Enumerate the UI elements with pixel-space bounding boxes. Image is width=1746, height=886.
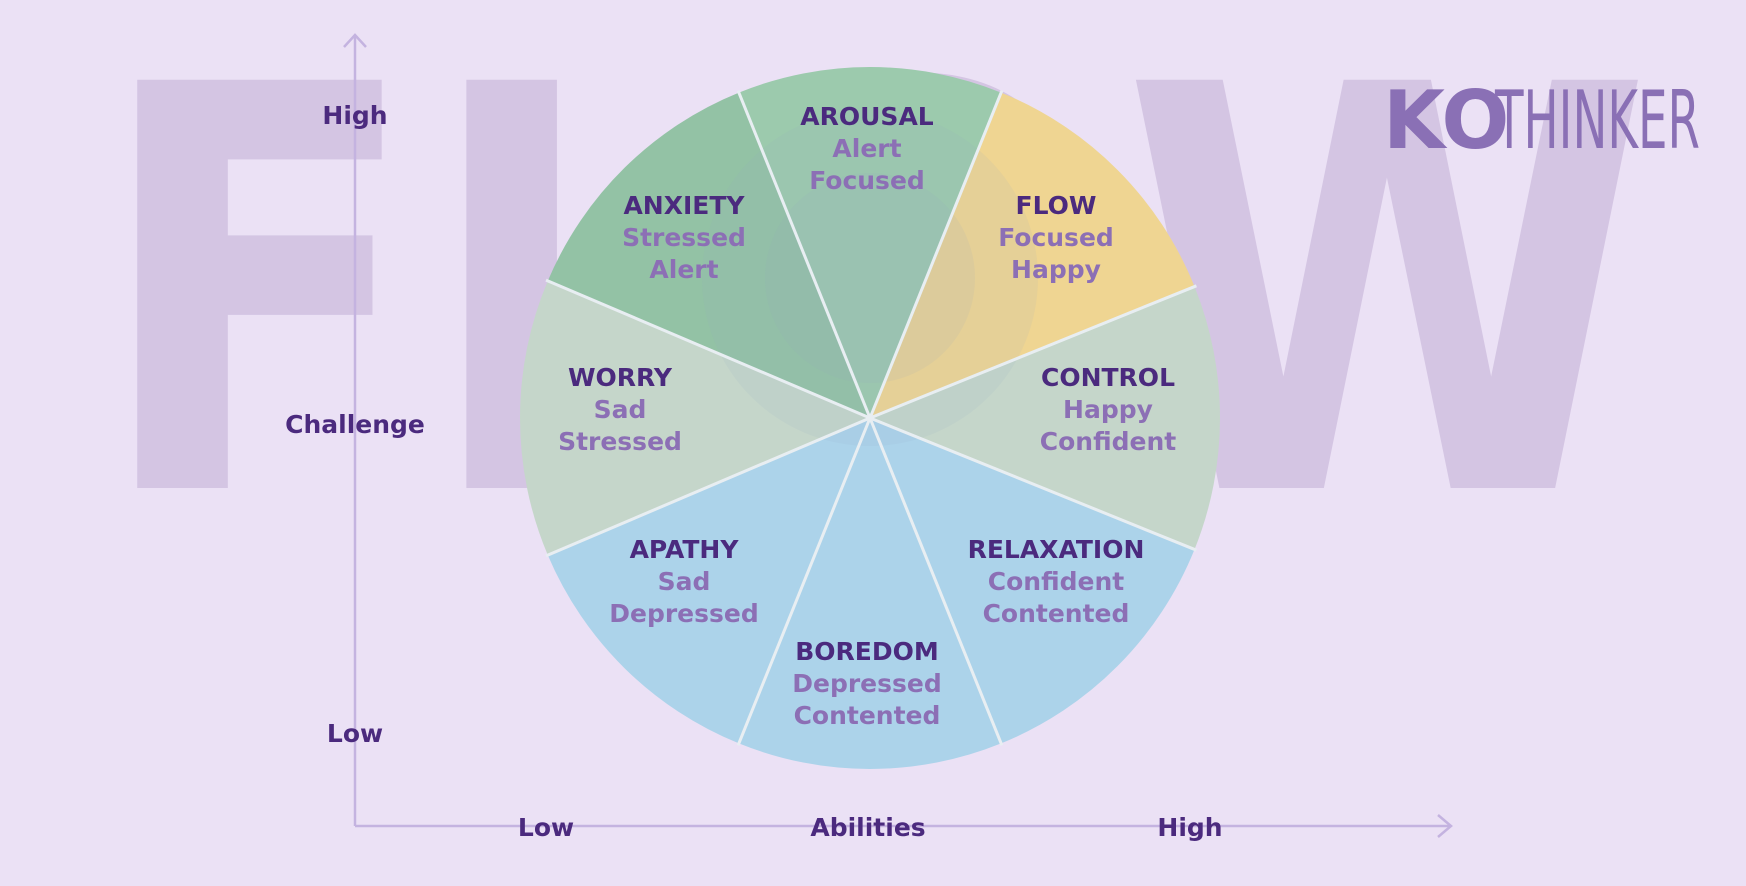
pie-separator (736, 417, 872, 746)
pie-segment-arousal (738, 67, 1002, 418)
segment-title: RELAXATION (968, 535, 1145, 564)
kothinker-logo: KO THINKER (1383, 74, 1700, 167)
flow-pie: AROUSALAlertFocusedFLOWFocusedHappyCONTR… (519, 67, 1220, 769)
pie-separator (868, 90, 1004, 419)
segment-title: CONTROL (1041, 363, 1175, 392)
pie-separator (545, 416, 871, 558)
pie-segment-control (870, 286, 1220, 550)
y-axis-high-label: High (322, 101, 387, 130)
segment-emotion: Contented (983, 599, 1130, 628)
brand-logo-light: THINKER (1494, 74, 1700, 167)
y-axis-title: Challenge (285, 410, 425, 439)
pie-separator (869, 416, 1197, 552)
axes (343, 33, 1453, 838)
segment-emotion: Depressed (792, 669, 942, 698)
segment-emotion: Stressed (622, 223, 746, 252)
pie-separator (869, 284, 1197, 420)
segment-title: AROUSAL (800, 102, 934, 131)
x-axis-low-label: Low (518, 813, 574, 842)
y-axis-low-label: Low (327, 719, 383, 748)
segment-emotion: Depressed (609, 599, 759, 628)
pie-separator (736, 90, 872, 419)
segment-emotion: Alert (649, 255, 718, 284)
segment-emotion: Focused (998, 223, 1114, 252)
pie-separator (868, 417, 1004, 746)
segment-emotion: Contented (794, 701, 941, 730)
pie-segment-flow (870, 92, 1195, 418)
segment-title: BOREDOM (795, 637, 939, 666)
pie-inner-ring (702, 110, 1038, 446)
segment-emotion: Confident (1040, 427, 1176, 456)
segment-emotion: Confident (988, 567, 1124, 596)
segment-emotion: Sad (658, 567, 711, 596)
x-axis-high-label: High (1157, 813, 1222, 842)
segment-title: FLOW (1016, 191, 1097, 220)
pie-segment-apathy (547, 418, 870, 744)
pie-segment-boredom (738, 418, 1002, 769)
segment-emotion: Stressed (558, 427, 682, 456)
segment-emotion: Sad (594, 395, 647, 424)
segment-emotion: Happy (1063, 395, 1153, 424)
x-axis-title: Abilities (810, 813, 925, 842)
segment-title: ANXIETY (623, 191, 745, 220)
pie-segment-anxiety (547, 92, 870, 418)
pie-inner-ring (765, 173, 975, 383)
segment-title: WORRY (568, 363, 673, 392)
segment-emotion: Alert (832, 134, 901, 163)
segment-title: APATHY (630, 535, 740, 564)
pie-separator (545, 278, 871, 420)
x-axis-arrow-icon (1437, 814, 1453, 838)
y-axis-arrow-icon (343, 33, 367, 48)
segment-emotion: Happy (1011, 255, 1101, 284)
segment-emotion: Focused (809, 166, 925, 195)
brand-logo-bold: KO (1383, 74, 1509, 167)
pie-segment-worry (519, 280, 870, 556)
pie-segment-relaxation (870, 418, 1195, 744)
